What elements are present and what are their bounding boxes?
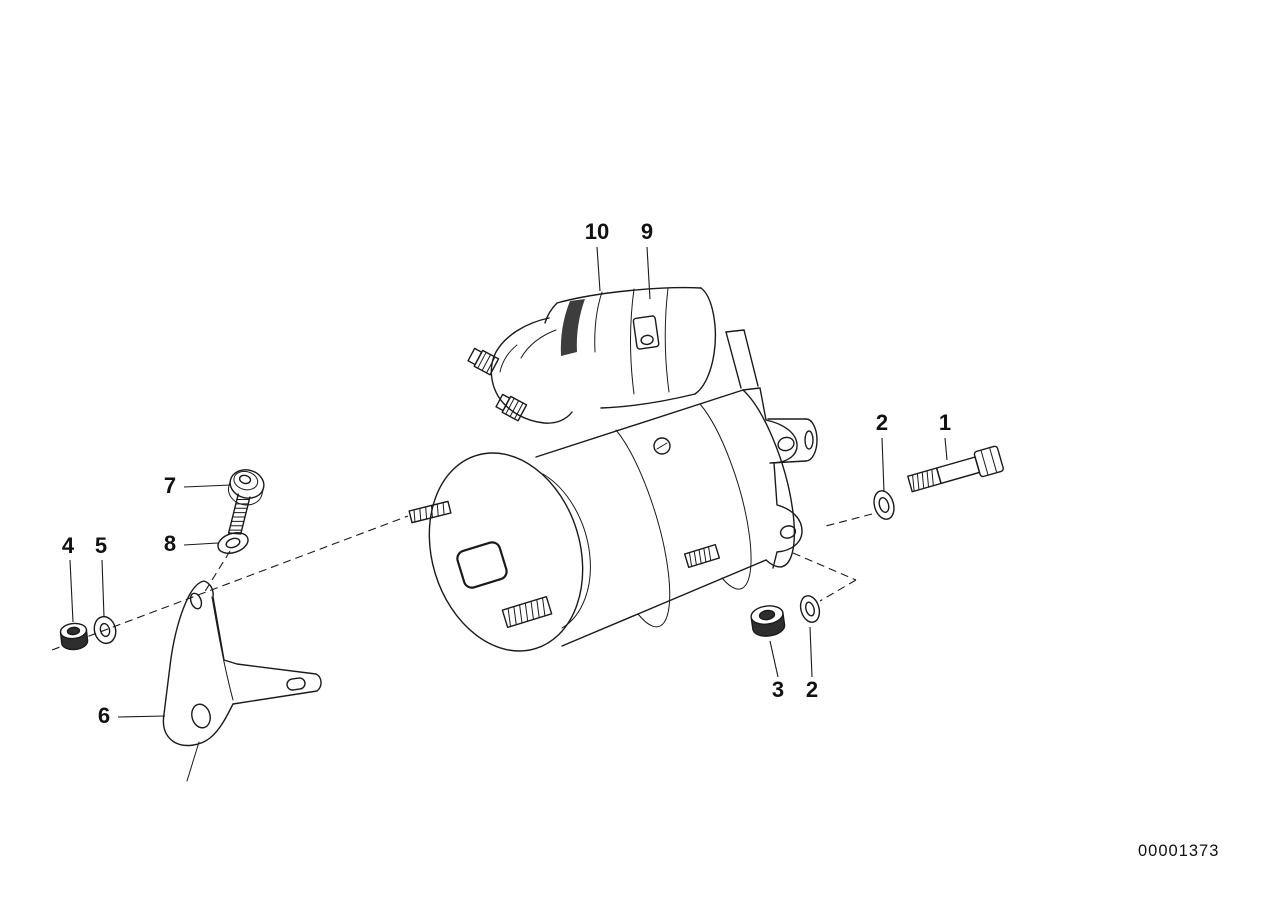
flange-hole-upper [777, 436, 795, 452]
bolt-1-drawing [907, 445, 1004, 493]
solenoid [544, 286, 717, 409]
washer-8-drawing [217, 532, 249, 554]
washer-2-lower-drawing [799, 595, 821, 623]
vent-grille [501, 595, 553, 629]
callout-2-upper[interactable]: 2 [875, 410, 889, 435]
vent-grille-2 [683, 543, 721, 569]
terminal-stud [467, 347, 500, 376]
callout-5[interactable]: 5 [94, 533, 108, 558]
flange-hole-lower [779, 525, 797, 539]
callout-9[interactable]: 9 [640, 219, 654, 244]
nut-3-drawing [750, 605, 786, 637]
callout-2-lower[interactable]: 2 [805, 677, 819, 702]
nut-4-drawing [59, 622, 89, 651]
callout-7[interactable]: 7 [163, 473, 177, 498]
starter-motor-drawing [408, 286, 818, 652]
callout-10[interactable]: 10 [584, 219, 610, 244]
bracket-top-hole [189, 592, 203, 610]
callout-1[interactable]: 1 [938, 410, 952, 435]
motor-body [428, 389, 796, 652]
callout-8[interactable]: 8 [163, 531, 177, 556]
washer-2-upper-drawing [873, 490, 895, 520]
leader-lines [69, 246, 948, 718]
through-bolt-head [653, 437, 671, 455]
solenoid-cap [467, 317, 573, 424]
assembly-axis-lines [51, 513, 873, 651]
callout-3[interactable]: 3 [771, 677, 785, 702]
bracket-arm-slot [286, 677, 306, 691]
drawing-number: 00001373 [1138, 842, 1220, 860]
mounting-flange [725, 329, 818, 569]
washer-5-drawing [93, 615, 117, 645]
solenoid-tab [632, 315, 660, 350]
front-opening [456, 541, 508, 589]
callout-4[interactable]: 4 [61, 533, 75, 558]
bracket-foot-hole [191, 703, 211, 729]
mounting-stud [408, 500, 452, 524]
terminal-stud-2 [495, 393, 528, 422]
bolt-7-drawing [227, 469, 265, 535]
bracket-drawing [162, 580, 322, 782]
callout-6[interactable]: 6 [97, 703, 111, 728]
